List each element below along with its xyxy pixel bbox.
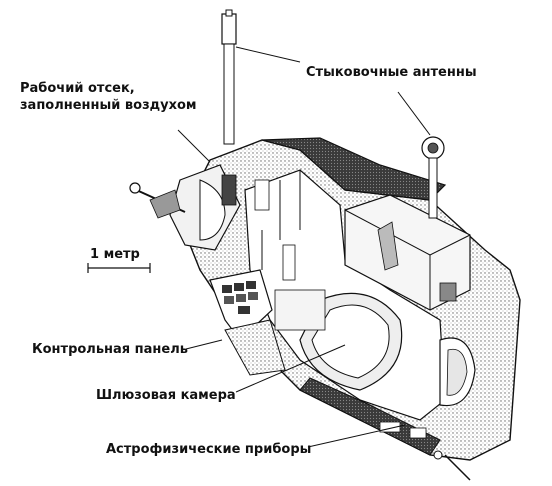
right-equipment-box (344, 194, 471, 311)
label-astrophysical-instruments: Астрофизические приборы (106, 442, 312, 457)
label-scale: 1 метр (90, 247, 140, 262)
label-airlock: Шлюзовая камера (96, 388, 236, 403)
label-docking-antennas: Стыковочные антенны (306, 65, 477, 80)
label-control-panel: Контрольная панель (32, 342, 188, 357)
leader-lines (177, 46, 431, 448)
interior-cutaway (244, 169, 446, 421)
scale-bar (87, 263, 151, 273)
control-panel-graphic (209, 269, 286, 376)
left-docking-unit (129, 164, 241, 251)
antenna-left (221, 9, 237, 145)
antenna-right (421, 136, 445, 219)
end-hatch (439, 337, 476, 407)
instrument-band (299, 377, 471, 481)
label-working-compartment: Рабочий отсек, заполненный воздухом (20, 81, 197, 113)
